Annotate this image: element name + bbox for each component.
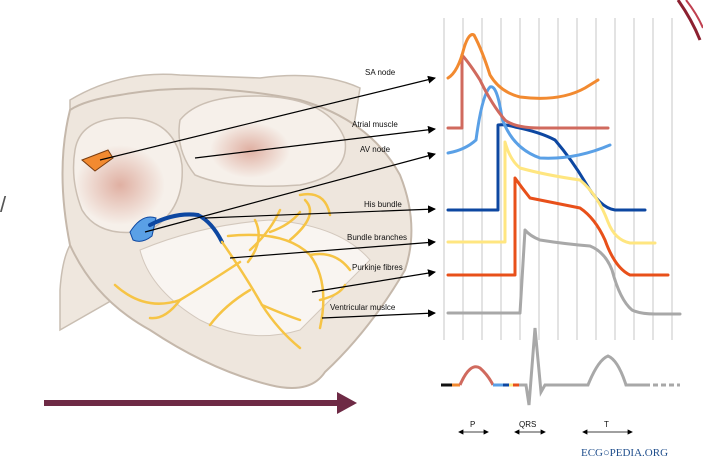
his-bundle-shape bbox=[148, 212, 224, 244]
ecg-interval-markers bbox=[458, 429, 633, 435]
ecgpedia-logo[interactable]: ECG○PEDIA.ORG bbox=[581, 447, 668, 459]
wave-sa-node bbox=[446, 33, 600, 100]
leader-lines bbox=[99, 75, 436, 319]
atrial-blush-right bbox=[210, 122, 290, 178]
ecg-label-qrs: QRS bbox=[519, 420, 536, 429]
ecg-label-t: T bbox=[604, 420, 609, 429]
sa-node-shape bbox=[81, 149, 114, 172]
wave-av-node bbox=[446, 85, 612, 160]
label-ventricular-muscle: Ventricular muslce bbox=[330, 303, 396, 312]
label-his-bundle: His bundle bbox=[364, 200, 402, 209]
wave-ventricular-muscle bbox=[446, 228, 682, 316]
wave-purkinje-fibres bbox=[446, 176, 670, 277]
corner-swoosh bbox=[676, 0, 702, 41]
ecg-trace bbox=[441, 327, 680, 406]
label-purkinje-fibres: Purkinje fibres bbox=[352, 263, 403, 272]
wave-bundle-branches bbox=[446, 140, 657, 245]
label-sa-node: SA node bbox=[365, 68, 396, 77]
time-arrow bbox=[44, 392, 357, 414]
purkinje-fibres bbox=[113, 192, 352, 350]
left-edge-glyph: / bbox=[0, 192, 7, 217]
timeline-gridlines bbox=[443, 18, 673, 340]
ecg-label-p: P bbox=[470, 420, 475, 429]
action-potential-waves bbox=[446, 33, 682, 316]
corner-swoosh-2 bbox=[685, 0, 703, 29]
wave-atrial-muscle bbox=[446, 53, 610, 130]
heart-illustration: SA node Atrial muscle AV node His bundle… bbox=[59, 68, 436, 389]
label-av-node: AV node bbox=[360, 145, 391, 154]
label-bundle-branches: Bundle branches bbox=[347, 233, 407, 242]
label-atrial-muscle: Atrial muscle bbox=[352, 120, 398, 129]
